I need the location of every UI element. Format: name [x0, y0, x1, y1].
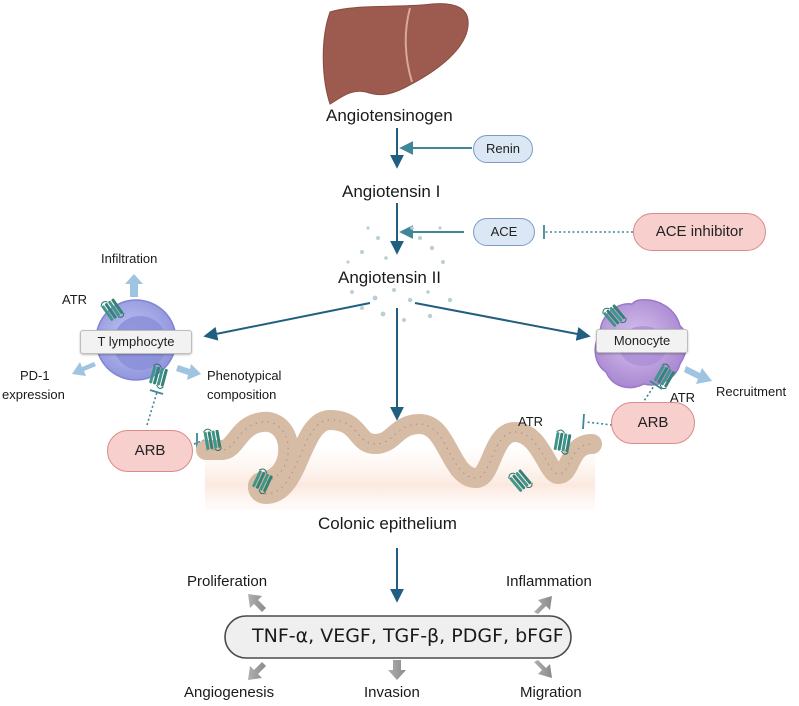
ace-inhibitor-label: ACE inhibitor [655, 223, 744, 240]
atr-left-label: ATR [62, 292, 88, 307]
migration-label: Migration [520, 684, 582, 701]
t-lymphocyte-box: T lymphocyte [80, 330, 192, 354]
arrow-ang2-to-monocyte [414, 302, 591, 341]
angiotensinogen-label: Angiotensinogen [326, 106, 453, 125]
arrow-ang2-to-t-lymphocyte [203, 302, 371, 341]
monocyte-box: Monocyte [596, 329, 688, 353]
recruitment-label: Recruitment [716, 384, 787, 399]
arrow-invasion [388, 660, 406, 680]
arb-right-pill: ARB [611, 402, 695, 444]
phenotypical-label-line2: composition [207, 387, 277, 402]
arrow-angiogenesis [248, 662, 266, 680]
ace-inhibitor-pill: ACE inhibitor [633, 213, 766, 251]
arb-right-label: ARB [637, 414, 669, 431]
t-lymphocyte-label: T lymphocyte [97, 334, 175, 349]
inflammation-label: Inflammation [506, 573, 592, 590]
colonic-epithelium-label: Colonic epithelium [318, 514, 457, 533]
proliferation-label: Proliferation [187, 573, 268, 590]
arrow-proliferation [248, 594, 266, 612]
liver-illustration [322, 3, 469, 105]
arrow-infiltration [125, 274, 143, 297]
pd1-label-line1: PD-1 [20, 368, 50, 383]
arrow-recruitment [684, 366, 712, 384]
colonic-epithelium-inner-line [206, 419, 593, 495]
monocyte-label: Monocyte [613, 333, 671, 348]
angiotensin-ii-dots [346, 226, 453, 322]
liver-shape [322, 3, 469, 105]
angiotensin-1-label: Angiotensin I [342, 182, 441, 201]
pd1-label-line2: expression [2, 387, 65, 402]
angiogenesis-label: Angiogenesis [184, 684, 275, 701]
cytokines-label: TNF-α, VEGF, TGF-β, PDGF, bFGF [252, 625, 564, 647]
arb-left-pill: ARB [107, 430, 193, 472]
ace-label: ACE [490, 224, 518, 239]
invasion-label: Invasion [364, 684, 420, 701]
arrow-phenotypical [176, 364, 201, 380]
liver-ligament [404, 7, 413, 83]
phenotypical-label-line1: Phenotypical [207, 368, 282, 383]
arrow-inflammation [534, 596, 552, 614]
angiotensin-2-label: Angiotensin II [338, 268, 442, 287]
grey-effect-arrows [248, 594, 552, 680]
arrow-migration [534, 660, 552, 678]
arrow-pd1-expression [72, 362, 96, 376]
atr-epithelium-label: ATR [518, 414, 544, 429]
arb-left-label: ARB [134, 442, 166, 459]
ace-inhibitor-block-line [543, 225, 633, 239]
arb-right-block-line [582, 380, 663, 430]
infiltration-label: Infiltration [101, 251, 158, 266]
cytokine-box [224, 615, 572, 659]
ace-pill: ACE [473, 218, 535, 246]
renin-pill: Renin [473, 135, 533, 163]
renin-label: Renin [486, 141, 520, 156]
